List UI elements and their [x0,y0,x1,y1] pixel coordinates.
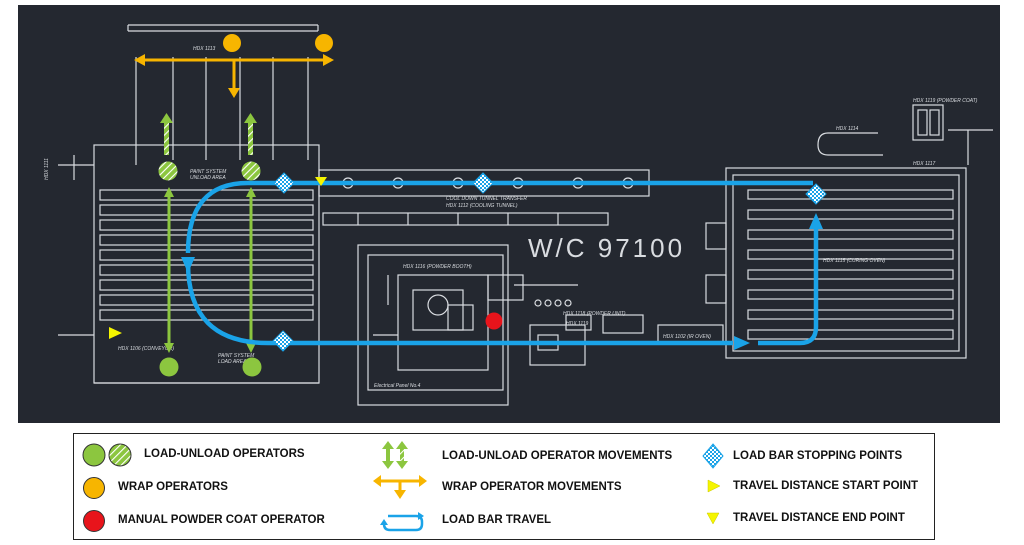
label-unload-area-2: UNLOAD AREA [190,175,226,181]
travel-distance-start-marker [109,327,122,339]
label-powder-unit: HDX 1118 (POWDER UNIT) [563,311,626,317]
load-unload-movements-icon [382,441,408,469]
load-bar-stopping-points [272,172,827,352]
wrap-operators-icon [83,477,105,499]
work-center-label: W/C 97100 [528,233,685,263]
wrap-operator-1 [223,34,241,52]
label-hdx-conveyor: HDX 1106 (CONVEYOR) [118,346,174,352]
layout-drawing: HDX 1113 PAINT SYSTEM UNLOAD AREA PAINT … [18,5,1000,423]
load-bar-travel-arrowheads [181,213,823,350]
floor-plan-svg: HDX 1113 PAINT SYSTEM UNLOAD AREA PAINT … [44,24,993,406]
legend-manual-powder-coat-operator: MANUAL POWDER COAT OPERATOR [118,514,325,526]
load-operator-1 [159,357,179,377]
label-curing-oven: HDX 1115 (CURING OVEN) [823,258,886,264]
load-bar-travel-path [185,180,819,346]
load-operators [159,357,262,377]
label-load-area-1: PAINT SYSTEM [218,353,255,359]
load-operator-2 [242,357,262,377]
wrap-operator-2 [315,34,333,52]
legend-wrap-operator-movements: WRAP OPERATOR MOVEMENTS [442,481,622,493]
label-hdx-bottom-mid: HDX 1102 (IR OVEN) [663,334,711,340]
label-unload-area-1: PAINT SYSTEM [190,169,227,175]
label-hdx-mid: HDX 1119 [566,321,589,327]
manual-powder-coat-operator [485,312,503,330]
travel-distance-end-marker [315,177,327,186]
wrap-operator-movements-icon [373,475,427,499]
unload-operator-1 [158,161,178,181]
stop-point-4 [272,330,294,352]
label-hdx-left: HDX 1111 [44,158,50,180]
travel-start-point-icon [707,479,721,493]
load-bar-stopping-points-icon [702,443,724,469]
load-unload-operators-icon [82,443,132,467]
label-hdx-right-small: HDX 1114 [836,126,859,132]
load-bar-travel-icon [380,512,424,532]
wrap-operator-movement-arrows [134,54,334,98]
legend-travel-distance-end-point: TRAVEL DISTANCE END POINT [733,512,905,524]
wrap-operators [223,34,333,52]
manual-powder-coat-operator-icon [83,510,105,532]
label-hdx-top: HDX 1113 [193,46,216,52]
legend: LOAD-UNLOAD OPERATORS WRAP OPERATORS MAN… [73,433,935,540]
label-hdx-right-small2: HDX 1117 [913,161,936,167]
legend-load-bar-travel: LOAD BAR TRAVEL [442,514,552,526]
label-hdx-right-top: HDX 1119 (POWDER COAT) [913,98,978,104]
stop-point-3 [805,183,827,205]
stop-point-1 [273,172,295,194]
legend-load-unload-operator-movements: LOAD-UNLOAD OPERATOR MOVEMENTS [442,450,673,462]
travel-end-point-icon [706,512,720,525]
stop-point-2 [472,172,494,194]
legend-load-unload-operators: LOAD-UNLOAD OPERATORS [144,448,305,460]
label-powder-booth: HDX 1116 (POWDER BOOTH) [403,264,472,270]
label-load-area-2: LOAD AREA [218,359,247,365]
label-electrical-panel: Electrical Panel No.4 [374,383,421,389]
label-cool-down-2: HDX 1112 (COOLING TUNNEL) [446,203,518,209]
load-unload-movement-arrows [160,113,257,353]
legend-load-bar-stopping-points: LOAD BAR STOPPING POINTS [733,450,903,462]
legend-travel-distance-start-point: TRAVEL DISTANCE START POINT [733,480,919,492]
label-cool-down-1: COOL DOWN TUNNEL TRANSFER [446,196,527,202]
unload-operator-2 [241,161,261,181]
unload-operators [158,161,261,181]
cad-labels: HDX 1113 PAINT SYSTEM UNLOAD AREA PAINT … [44,46,978,389]
legend-wrap-operators: WRAP OPERATORS [118,481,228,493]
cad-linework [58,24,993,406]
